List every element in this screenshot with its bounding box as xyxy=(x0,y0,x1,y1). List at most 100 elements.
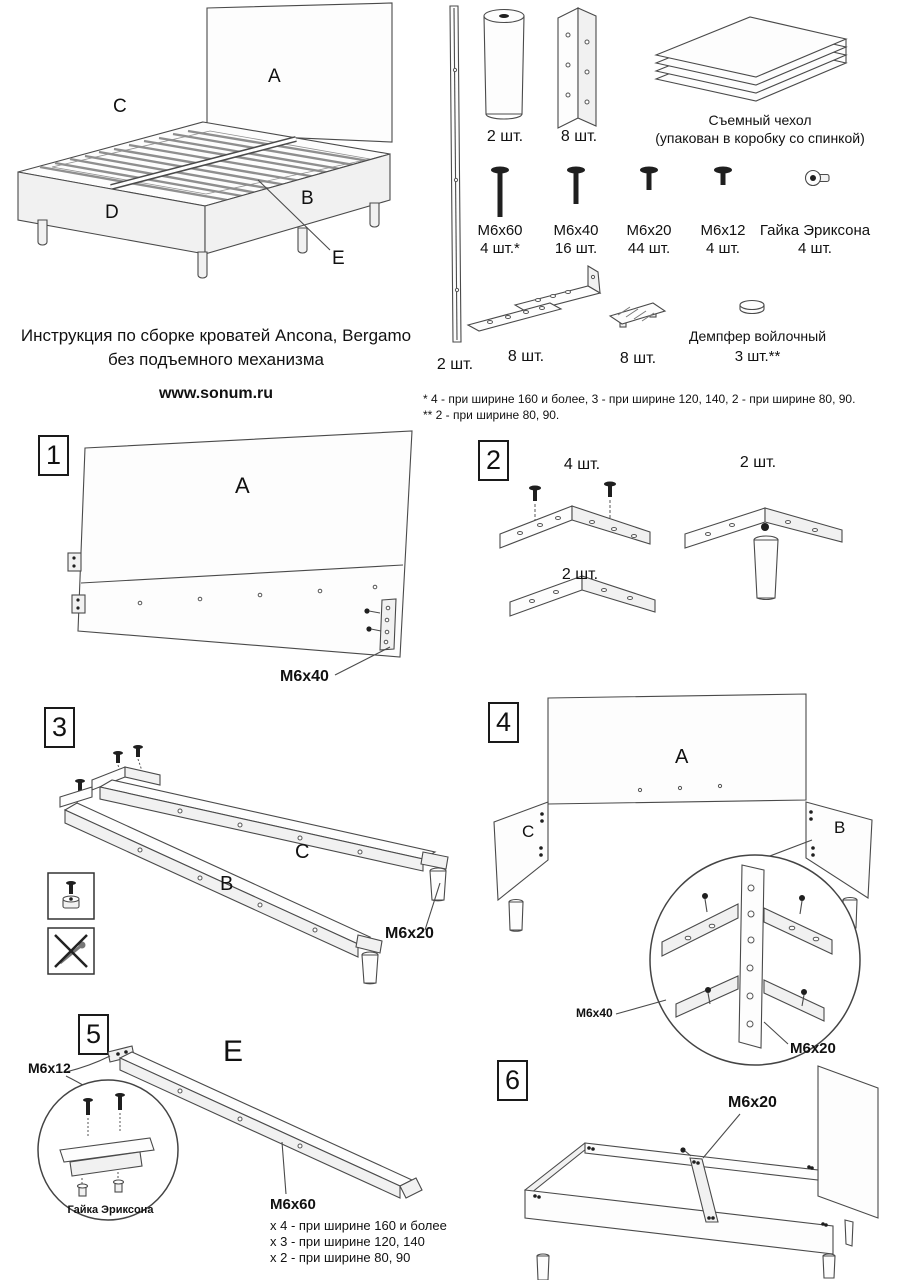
leg-qty: 2 шт. xyxy=(486,128,524,145)
step-5-note-3: x 2 - при ширине 80, 90 xyxy=(270,1250,411,1265)
bracket-marks xyxy=(533,1146,828,1227)
bolt-m6x20-qty: 44 шт. xyxy=(627,240,671,257)
step-2-qty-top: 4 шт. xyxy=(563,456,601,473)
corner-bracket-qty: 8 шт. xyxy=(560,128,598,145)
step-4-drawing xyxy=(493,693,873,1066)
pad-qty: 8 шт. xyxy=(619,350,657,367)
parts-list-section: 2 шт. 2 шт. 8 шт. Съемный чехол (упакова… xyxy=(420,0,900,425)
slat-icon xyxy=(449,5,462,343)
step-4-label-b: B xyxy=(834,818,846,837)
label-part-c: C xyxy=(113,96,127,117)
label-part-e: E xyxy=(332,248,345,269)
step-6-section: 6 xyxy=(485,1050,900,1280)
brace-qty: 8 шт. xyxy=(507,348,545,365)
step-2-number: 2 xyxy=(478,440,509,481)
step-2-qty-bottom: 2 шт. xyxy=(561,566,599,583)
bracket-with-leg xyxy=(684,507,843,601)
step-5-label-e: E xyxy=(223,1035,244,1068)
frame-front-right-face xyxy=(204,153,391,255)
center-rail-e-shape xyxy=(680,1147,719,1223)
step-6-number: 6 xyxy=(497,1060,528,1101)
bracket-with-screws xyxy=(499,481,651,549)
step-6-bolt-label: M6x20 xyxy=(728,1094,777,1111)
step-4-bolt-m6x40-label: M6x40 xyxy=(576,1006,613,1020)
step-5-number: 5 xyxy=(78,1014,109,1055)
bolt-m6x40-name: M6x40 xyxy=(553,222,599,239)
step-2-section: 2 xyxy=(470,430,900,680)
doc-title-line2: без подъемного механизма xyxy=(108,350,324,370)
headboard-shape xyxy=(206,2,393,143)
leader-e xyxy=(257,179,331,251)
rail-c-shape xyxy=(91,745,449,902)
step-5-nut-label: Гайка Эриксона xyxy=(67,1204,154,1216)
step-4-number: 4 xyxy=(488,702,519,743)
bolt-m6x12-qty: 4 шт. xyxy=(706,240,740,257)
legs-shape xyxy=(536,1219,854,1280)
rail-b-attached xyxy=(805,801,873,930)
assembled-bed-drawing xyxy=(17,2,393,279)
right-bracket-plate xyxy=(364,598,397,651)
erikson-nut-qty: 4 шт. xyxy=(798,240,832,257)
leader-m6x40 xyxy=(334,646,391,676)
bolt-m6x20-name: M6x20 xyxy=(626,222,672,239)
foot-end-shape xyxy=(523,1142,593,1194)
rail-e-shape xyxy=(107,1045,423,1199)
front-rail-shape xyxy=(524,1189,834,1255)
label-part-a: A xyxy=(268,66,281,87)
zoom-circle xyxy=(37,1079,179,1221)
bolt-m6x60-name: M6x60 xyxy=(477,222,523,239)
label-part-b: B xyxy=(301,188,314,209)
bed-legs-shape xyxy=(37,202,380,279)
screw-nut-hint-icon xyxy=(47,872,95,920)
bracket-flat xyxy=(509,575,656,617)
slat-qty: 2 шт. xyxy=(436,356,474,373)
bolt-m6x60-qty: 4 шт.* xyxy=(480,240,520,257)
headboard-shape xyxy=(817,1065,879,1219)
leg-icon xyxy=(483,8,525,120)
prohibition-icon xyxy=(47,927,95,975)
doc-website: www.sonum.ru xyxy=(158,385,274,403)
step-4-bolt-m6x20-label: M6x20 xyxy=(790,1040,836,1057)
step-3-section: 3 xyxy=(30,695,485,995)
zoom-circle xyxy=(649,854,861,1066)
step-1-bolt-label: M6x40 xyxy=(280,668,329,685)
step-5-bolt-m6x12-label: M6x12 xyxy=(28,1060,71,1076)
bolt-m6x40-icon xyxy=(567,166,585,204)
step-5-drawing xyxy=(37,1045,423,1221)
step-4-section: 4 xyxy=(480,690,900,1072)
footnote-1: * 4 - при ширине 160 и более, 3 - при ши… xyxy=(423,392,856,406)
step-5-note-2: x 3 - при ширине 120, 140 xyxy=(270,1234,425,1249)
bolt-m6x40-qty: 16 шт. xyxy=(554,240,598,257)
step-5-bolt-m6x60-label: M6x60 xyxy=(270,1196,316,1213)
corner-bracket-icon xyxy=(557,7,597,129)
erikson-nut-icon xyxy=(804,169,830,187)
damper-icon xyxy=(739,299,765,315)
step-4-label-a: A xyxy=(675,746,689,768)
leader-m6x40 xyxy=(615,999,667,1015)
rail-b-shape xyxy=(59,779,383,985)
pad-icon xyxy=(608,302,667,328)
cover-note: (упакован в коробку со спинкой) xyxy=(655,130,865,146)
brace-icon xyxy=(466,265,602,332)
bolt-m6x60-icon xyxy=(491,166,509,217)
step-1-section: 1 A M6x40 xyxy=(30,425,470,700)
headboard-panel-shape xyxy=(77,430,413,658)
step-1-number: 1 xyxy=(38,435,69,476)
cover-icon xyxy=(654,16,848,102)
step-2-qty-right: 2 шт. xyxy=(739,454,777,471)
overview-section: A C D B E Инструкция по сборке кроватей … xyxy=(0,0,440,420)
leader-m6x20 xyxy=(702,1113,741,1159)
damper-name: Демпфер войлочный xyxy=(688,328,827,344)
bolt-m6x12-name: M6x12 xyxy=(700,222,746,239)
label-part-d: D xyxy=(105,202,119,223)
cover-name: Съемный чехол xyxy=(708,112,812,128)
leader-m6x60 xyxy=(281,1141,287,1195)
headboard-shape xyxy=(547,693,807,805)
step-5-section: 5 xyxy=(20,1000,480,1278)
leader-m6x12-a xyxy=(65,1055,111,1073)
step-3-bolt-label: M6x20 xyxy=(385,925,434,942)
step-1-label-a: A xyxy=(235,473,250,498)
left-hinge-brackets xyxy=(67,552,86,614)
center-rail-shape xyxy=(110,136,297,190)
